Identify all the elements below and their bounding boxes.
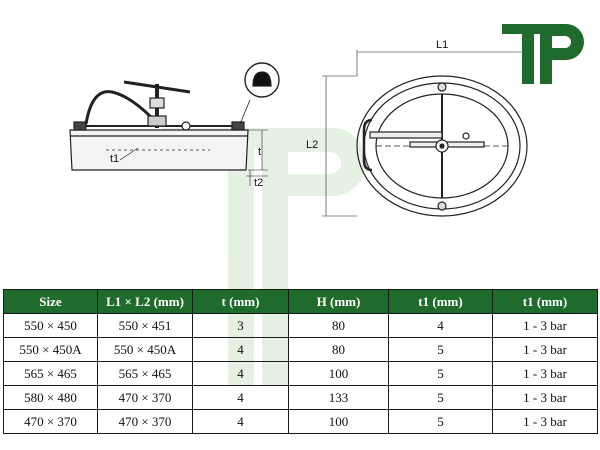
table-cell: 580 × 480 xyxy=(3,385,98,410)
gasket-profile-icon xyxy=(252,71,272,87)
table-cell: 133 xyxy=(288,385,389,410)
table-cell: 1 - 3 bar xyxy=(492,337,598,362)
table-cell: 80 xyxy=(288,313,389,338)
table-cell: 550 × 450A xyxy=(97,337,193,362)
table-row: 580 × 480 470 × 370 4 133 5 1 - 3 bar xyxy=(3,385,598,410)
table-cell: 100 xyxy=(288,409,389,434)
side-view xyxy=(69,62,280,186)
table-cell: 4 xyxy=(192,337,289,362)
col-header-h: H (mm) xyxy=(288,289,389,314)
top-view xyxy=(322,50,528,217)
table-cell: 565 × 465 xyxy=(97,361,193,386)
table-cell: 550 × 451 xyxy=(97,313,193,338)
col-header-pressure: t1 (mm) xyxy=(492,289,598,314)
table-cell: 5 xyxy=(388,385,493,410)
table-cell: 4 xyxy=(192,409,289,434)
table-row: 470 × 370 470 × 370 4 100 5 1 - 3 bar xyxy=(3,409,598,434)
technical-drawing: t t1 t2 L1 L2 xyxy=(69,39,528,217)
table-header-row: Size L1 × L2 (mm) t (mm) H (mm) t1 (mm) … xyxy=(3,289,598,314)
table-cell: 4 xyxy=(192,385,289,410)
table-cell: 1 - 3 bar xyxy=(492,409,598,434)
table-row: 550 × 450 550 × 451 3 80 4 1 - 3 bar xyxy=(3,313,598,338)
table-cell: 5 xyxy=(388,361,493,386)
table-cell: 5 xyxy=(388,409,493,434)
col-header-size: Size xyxy=(3,289,98,314)
label-t: t xyxy=(258,146,261,158)
table-cell: 470 × 370 xyxy=(97,385,193,410)
table-cell: 80 xyxy=(288,337,389,362)
col-header-t: t (mm) xyxy=(192,289,289,314)
table-row: 565 × 465 565 × 465 4 100 5 1 - 3 bar xyxy=(3,361,598,386)
table-cell: 3 xyxy=(192,313,289,338)
table-cell: 100 xyxy=(288,361,389,386)
table-cell: 4 xyxy=(388,313,493,338)
label-L1: L1 xyxy=(436,39,448,51)
table-cell: 550 × 450A xyxy=(3,337,98,362)
table-cell: 470 × 370 xyxy=(3,409,98,434)
table-row: 550 × 450A 550 × 450A 4 80 5 1 - 3 bar xyxy=(3,337,598,362)
col-header-l1-l2: L1 × L2 (mm) xyxy=(97,289,193,314)
col-header-t1: t1 (mm) xyxy=(388,289,493,314)
table-cell: 470 × 370 xyxy=(97,409,193,434)
label-t2: t2 xyxy=(254,177,263,189)
table-cell: 550 × 450 xyxy=(3,313,98,338)
table-cell: 1 - 3 bar xyxy=(492,361,598,386)
label-L2: L2 xyxy=(306,139,318,151)
table-cell: 1 - 3 bar xyxy=(492,385,598,410)
label-t1: t1 xyxy=(110,153,119,165)
table-cell: 4 xyxy=(192,361,289,386)
spec-table: Size L1 × L2 (mm) t (mm) H (mm) t1 (mm) … xyxy=(3,289,598,434)
table-cell: 5 xyxy=(388,337,493,362)
tp-logo-icon: TP xyxy=(502,24,584,84)
table-cell: 565 × 465 xyxy=(3,361,98,386)
table-cell: 1 - 3 bar xyxy=(492,313,598,338)
